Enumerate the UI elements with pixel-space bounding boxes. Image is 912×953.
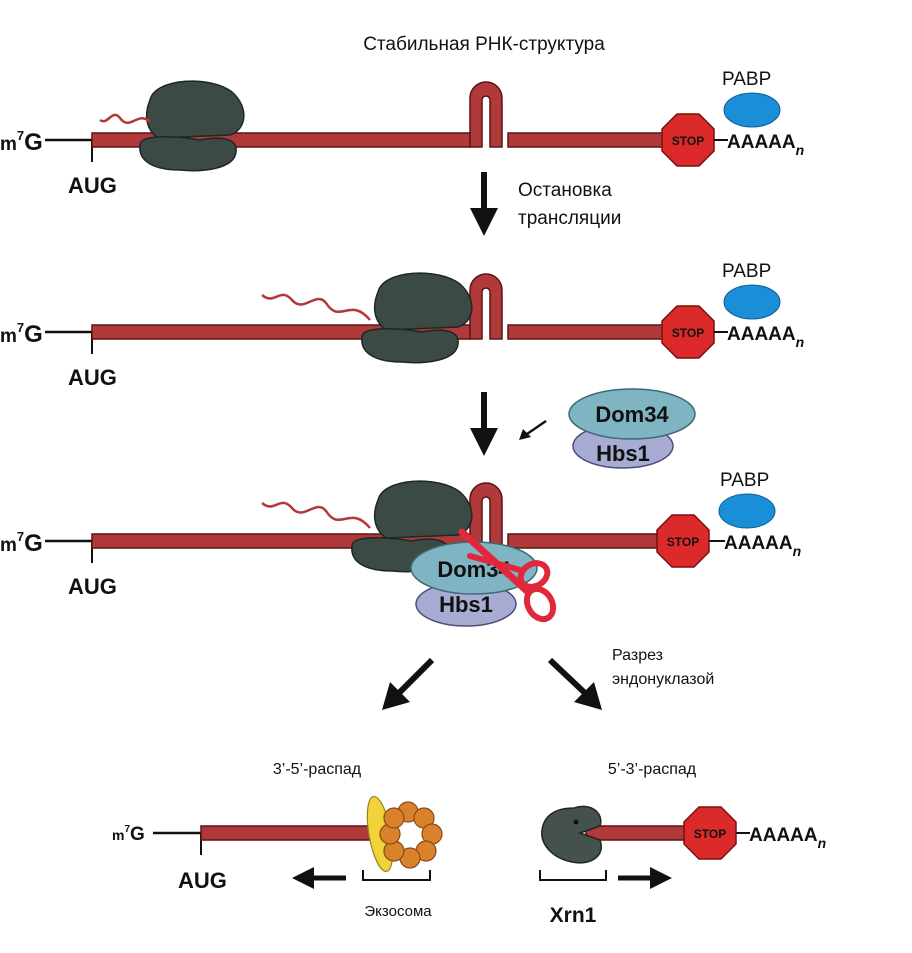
pabp-icon [718,493,776,529]
nascent-peptide [261,501,371,529]
ribosome-icon [361,272,473,364]
title: Стабильная РНК-структура [363,34,605,55]
step1-label-line1: Остановка [518,180,612,201]
decay-35-label: 3’-5’-распад [273,761,362,778]
mrna-strand-3prime [507,324,669,340]
step1-label-line2: трансляции [518,208,621,229]
hbs1-label: Hbs1 [596,441,650,466]
decay-5-3-fragment: 5’-3’-распад Xrn1 STOP AAAAAn [539,761,826,927]
cap-m7g: m7G [0,529,43,557]
ribosome-icon [139,80,245,172]
aug-label: AUG [68,173,117,198]
mrna-fragment-3prime [585,825,693,841]
exosome-label: Экзосома [364,903,432,920]
cap-m7g: m7G [0,128,43,156]
hbs1-label: Hbs1 [439,592,493,617]
stop-label: STOP [667,535,699,549]
stem-loop [469,482,503,549]
aug-label: AUG [68,574,117,599]
row-1-stable-structure: m7G AUG STOP AAAAAn PABP [0,69,804,198]
row-3-cleavage: m7G AUG Dom34 Hbs1 STOP AAAAAn PABP [0,470,801,627]
arrow-right-icon [618,867,672,889]
dom34-label: Dom34 [595,402,669,427]
exosome-icon [366,795,443,873]
dom34-hbs1-complex: Dom34 Hbs1 [568,388,696,469]
stop-label: STOP [672,326,704,340]
polya-tail: AAAAAn [727,324,804,350]
pabp-icon [723,284,781,320]
arrow-left-icon [292,867,346,889]
decay-3-5-fragment: 3’-5’-распад m7G AUG Экзосома [112,761,443,920]
polya-tail: AAAAAn [724,533,801,559]
xrn1-label: Xrn1 [550,904,597,927]
stem-loop [469,81,503,148]
pabp-label: PABP [722,69,771,90]
arrow-right-down-icon [547,657,602,710]
stop-label: STOP [672,134,704,148]
arrow-down-icon [470,172,498,236]
aug-label: AUG [178,868,227,893]
polya-tail: AAAAAn [749,825,826,851]
cleavage-label-line1: Разрез [612,647,663,664]
polya-tail: AAAAAn [727,132,804,158]
cap-m7g: m7G [112,824,145,845]
nascent-peptide [261,293,371,321]
arrow-down-icon [470,392,498,456]
dom34-protein [568,388,696,440]
pabp-icon [723,92,781,128]
mrna-strand-3prime [507,132,669,148]
stem-loop [469,273,503,340]
mrna-strand-3prime [507,533,669,549]
row-2-stalled-ribosome: m7G AUG STOP AAAAAn PABP [0,261,804,390]
xrn1-bracket [539,870,607,881]
decay-53-label: 5’-3’-распад [608,761,697,778]
cap-m7g: m7G [0,320,43,348]
scissors-icon [458,528,557,623]
cleavage-label-line2: эндонуклазой [612,671,714,688]
nascent-peptide [99,113,151,125]
mrna-fragment-5prime [200,825,380,841]
pabp-label: PABP [722,261,771,282]
stop-label: STOP [694,827,726,841]
arrow-left-down-icon [382,657,435,710]
recruitment-arrow-icon [519,419,547,440]
exosome-bracket [362,870,431,881]
aug-label: AUG [68,365,117,390]
pabp-label: PABP [720,470,769,491]
xrn1-icon [541,805,603,864]
